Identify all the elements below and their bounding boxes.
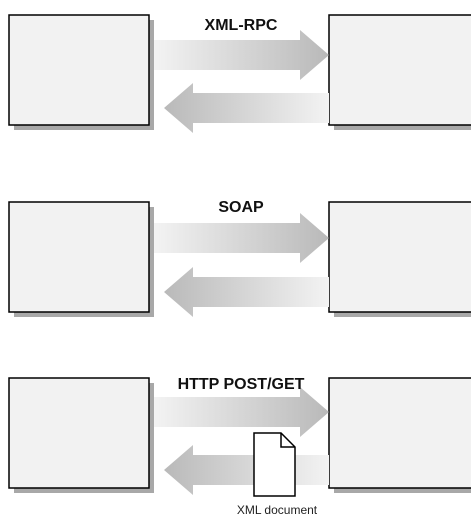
row-http-post-get: HTTP POST/GET XML document	[8, 376, 471, 517]
document-label: XML document	[237, 503, 318, 517]
client-box	[8, 201, 150, 313]
row-xml-rpc: XML-RPC	[8, 14, 471, 133]
server-box	[328, 201, 471, 313]
client-box	[8, 377, 150, 489]
response-arrow	[164, 267, 329, 317]
response-arrow	[164, 445, 329, 495]
server-box	[328, 14, 471, 126]
request-arrow	[154, 387, 329, 437]
row-label: XML-RPC	[205, 17, 278, 34]
row-soap: SOAP	[8, 199, 471, 317]
response-arrow	[164, 83, 329, 133]
client-box	[8, 14, 150, 126]
request-arrow	[154, 30, 329, 80]
server-box	[328, 377, 471, 489]
row-label: SOAP	[218, 199, 264, 216]
row-label: HTTP POST/GET	[178, 376, 305, 393]
document-icon	[253, 432, 296, 497]
request-arrow	[154, 213, 329, 263]
